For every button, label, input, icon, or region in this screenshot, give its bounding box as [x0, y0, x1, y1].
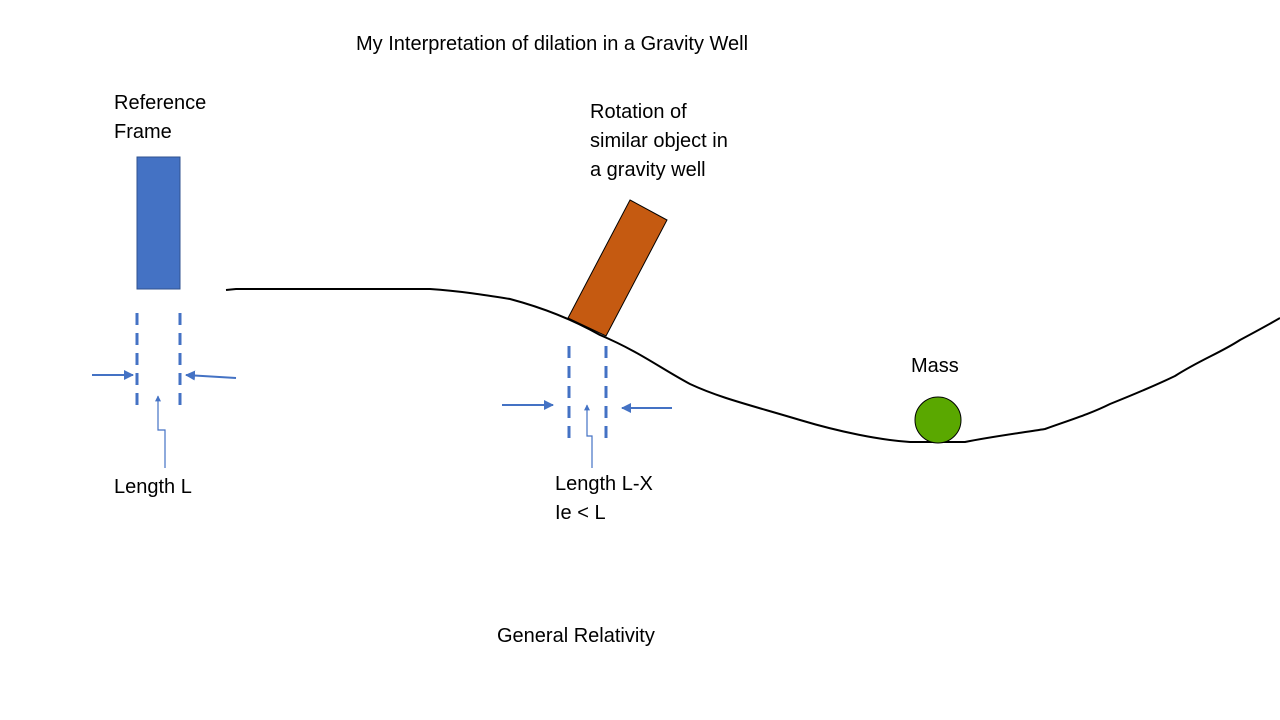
rotation-label-line3: a gravity well — [590, 159, 706, 181]
reference-frame-label-line1: Reference — [114, 92, 207, 114]
well-pointer — [584, 404, 593, 468]
length-l-label: Length L — [114, 476, 192, 498]
reference-frame-label-line2: Frame — [114, 121, 172, 143]
reference-arrow-right — [185, 370, 237, 381]
footer-label: General Relativity — [497, 625, 655, 647]
rotated-object-rect — [567, 199, 668, 337]
mass-label: Mass — [911, 355, 959, 377]
rotation-label-line2: similar object in — [590, 130, 728, 152]
rotation-label-line1: Rotation of — [590, 101, 687, 123]
page-title: My Interpretation of dilation in a Gravi… — [356, 33, 749, 55]
length-lx-label-line1: Length L-X — [555, 473, 653, 495]
reference-pointer — [155, 395, 166, 468]
reference-frame-rect — [136, 156, 181, 290]
gravity-well-curve — [225, 288, 1280, 443]
length-lx-label-line2: Ie < L — [555, 502, 606, 524]
mass-ball — [914, 396, 962, 444]
